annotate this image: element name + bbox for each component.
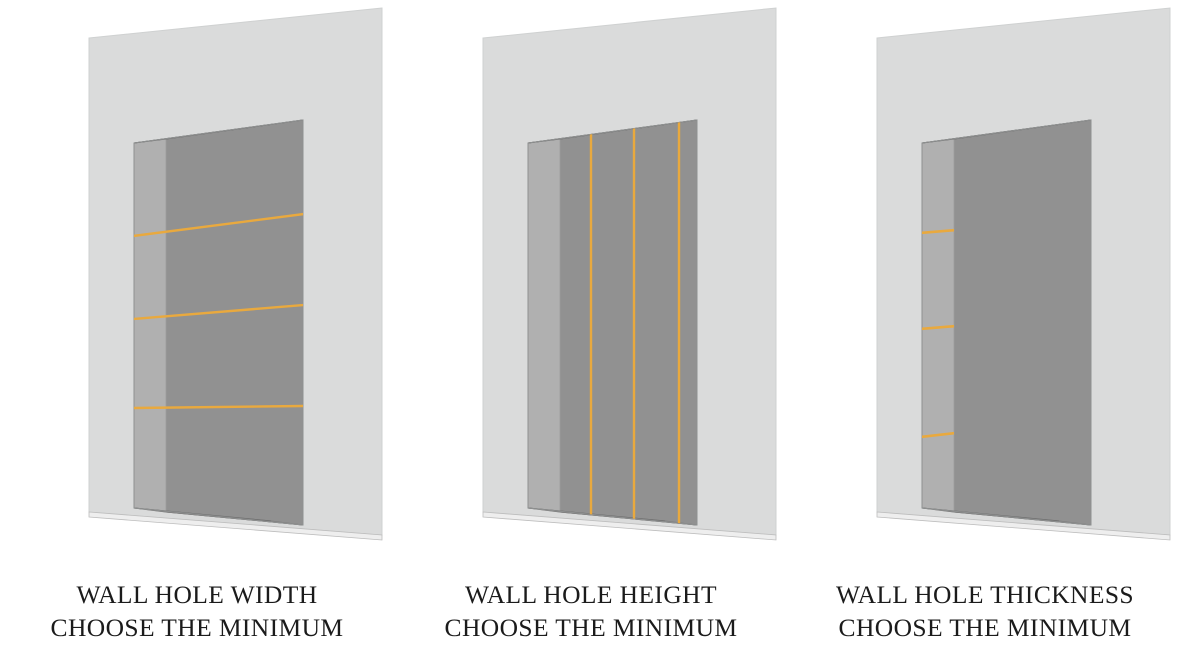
caption-line-2: CHOOSE THE MINIMUM	[838, 613, 1132, 642]
opening-left-jamb	[527, 138, 561, 513]
opening-back-face	[165, 119, 304, 526]
caption-wall-hole-height: WALL HOLE HEIGHT CHOOSE THE MINIMUM	[394, 578, 788, 644]
dimension-lines-height	[589, 120, 681, 525]
panel-wall-hole-thickness: WALL HOLE THICKNESS CHOOSE THE MINIMUM	[788, 0, 1182, 668]
wall-bottom-edge	[482, 511, 777, 541]
dimension-line-1	[134, 212, 303, 238]
wall-bottom-edge	[88, 511, 383, 541]
wall-diagram-width	[0, 0, 394, 560]
dimension-line-2	[922, 324, 954, 331]
panel-wall-hole-width: WALL HOLE WIDTH CHOOSE THE MINIMUM	[0, 0, 394, 668]
opening-back-face	[559, 119, 698, 526]
caption-line-1: WALL HOLE HEIGHT	[465, 580, 717, 609]
dimension-line-2	[134, 303, 303, 321]
dimension-lines-width	[134, 212, 303, 410]
caption-line-2: CHOOSE THE MINIMUM	[444, 613, 738, 642]
caption-wall-hole-width: WALL HOLE WIDTH CHOOSE THE MINIMUM	[0, 578, 394, 644]
caption-line-1: WALL HOLE WIDTH	[76, 580, 318, 609]
wall-diagram-thickness	[788, 0, 1182, 560]
caption-line-2: CHOOSE THE MINIMUM	[50, 613, 344, 642]
opening-left-jamb	[133, 138, 167, 513]
opening-back-face	[953, 119, 1092, 526]
caption-wall-hole-thickness: WALL HOLE THICKNESS CHOOSE THE MINIMUM	[788, 578, 1182, 644]
dimension-lines-thickness	[922, 228, 954, 439]
opening-outline	[133, 119, 304, 526]
opening-outline	[921, 119, 1092, 526]
wall-diagram-height	[394, 0, 788, 560]
dimension-line-3	[922, 431, 954, 439]
wall-bottom-edge	[876, 511, 1171, 541]
opening-outline	[527, 119, 698, 526]
panel-wall-hole-height: WALL HOLE HEIGHT CHOOSE THE MINIMUM	[394, 0, 788, 668]
caption-line-1: WALL HOLE THICKNESS	[836, 580, 1134, 609]
dimension-line-1	[922, 228, 954, 235]
dimension-line-3	[134, 404, 303, 410]
